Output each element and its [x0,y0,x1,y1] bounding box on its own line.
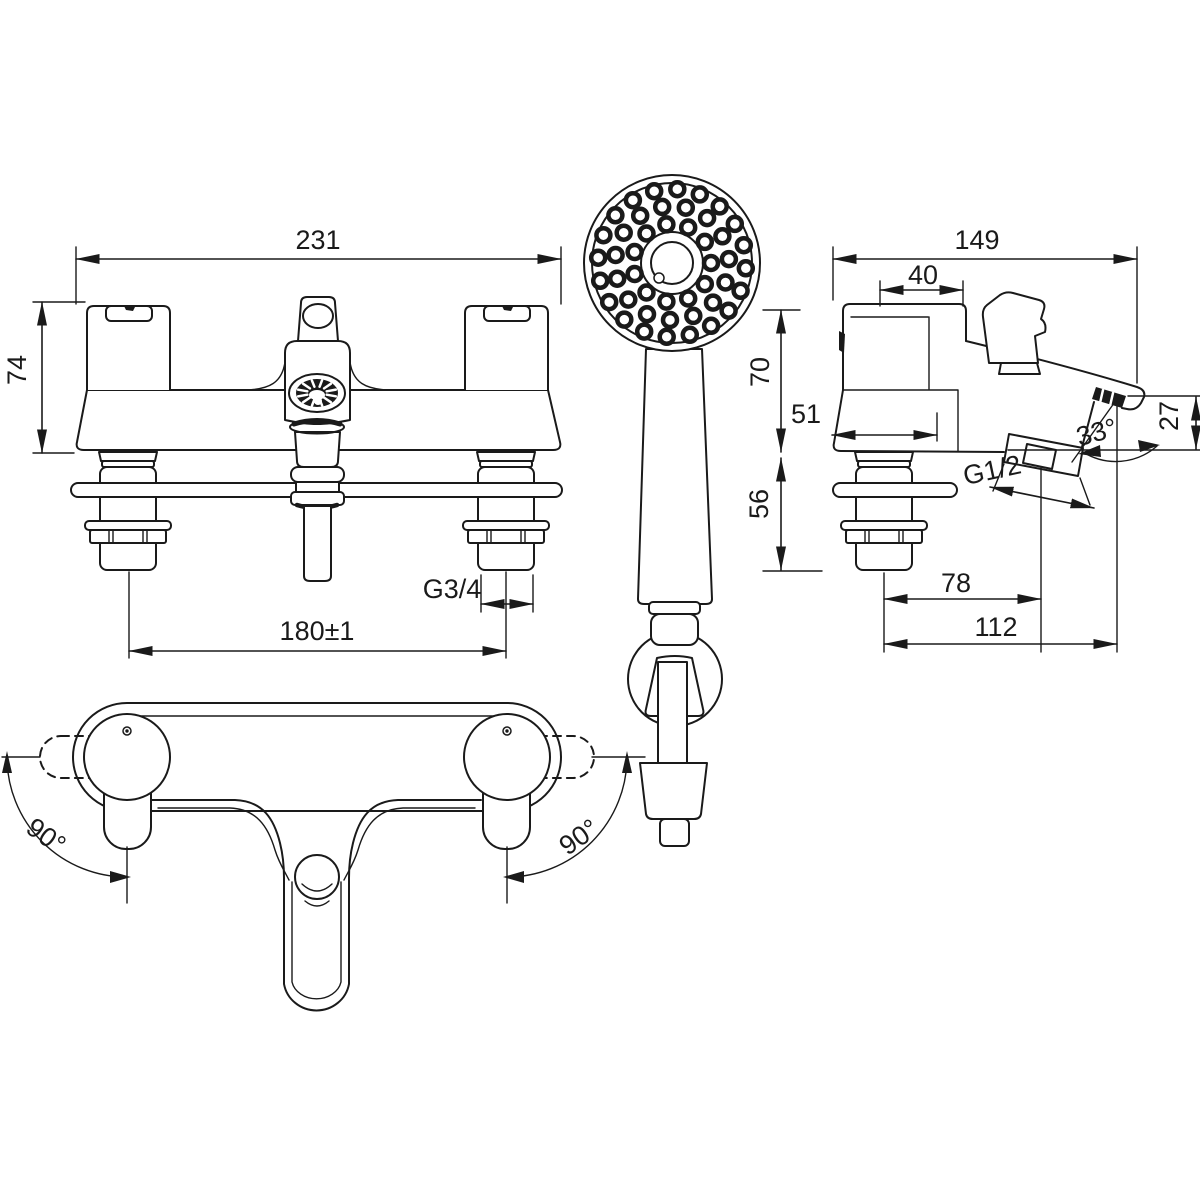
front-left-handle [86,305,171,391]
side-view: 149 40 70 51 56 27 33° G1 [744,225,1200,653]
side-diverter-knob [981,291,1047,364]
dim-outlet-thread: G1/2 [960,449,1024,491]
dim-spout-angle: 33° [1073,413,1120,453]
front-right-shank [462,451,550,571]
plan-diverter-dome [294,854,340,900]
side-shank [840,451,928,571]
plan-spout [283,877,350,1012]
front-left-shank [84,451,172,571]
dim-inlet-thread: G3/4 [423,574,482,604]
plan-right-handle [463,713,551,801]
front-right-handle [464,305,549,391]
dim-spout-drop: 27 [1154,401,1184,431]
dim-tap-centres: 180±1 [280,616,355,646]
hand-shower [583,174,761,847]
plan-body [72,702,562,812]
side-outlet-port [1003,433,1084,477]
side-dimensions: 149 40 70 51 56 27 33° G1 [744,225,1200,653]
dim-swing-right: 90° [554,813,605,861]
plan-left-handle [83,713,171,801]
shower-hose-cone [639,762,708,820]
shower-handle [637,348,713,605]
front-view: 231 74 180±1 G3/4 [2,225,563,659]
front-diverter [288,373,346,413]
dim-under-deck: 56 [744,489,774,519]
front-dimensions: 231 74 180±1 G3/4 [2,225,562,659]
dim-overall-depth: 149 [954,225,999,255]
dim-base-depth: 51 [791,399,821,429]
dim-swing-left: 90° [21,812,72,860]
dim-side-body-height: 70 [745,357,775,387]
dim-body-height: 74 [2,355,32,385]
dim-spout-reach: 112 [974,612,1017,642]
dim-overall-width: 231 [295,225,340,255]
shower-hose [657,661,688,764]
side-handle [842,303,967,391]
front-outlet-stack [289,418,345,582]
dim-handle-depth: 40 [908,260,938,290]
side-deck-plate [832,482,958,498]
dim-outlet-offset: 78 [941,568,971,598]
plan-view: 90° 90° [1,702,646,1012]
